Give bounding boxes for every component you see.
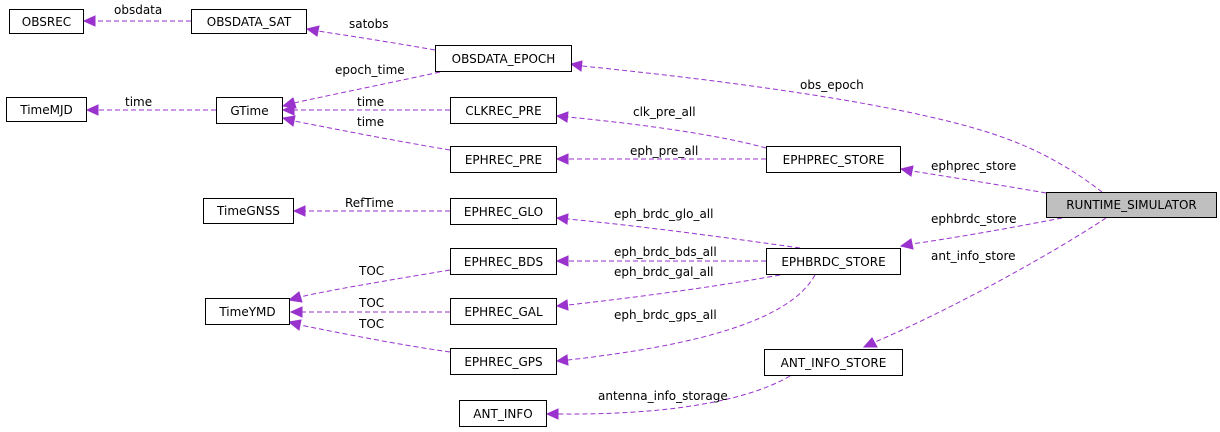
- node-ephbrdc-store[interactable]: EPHBRDC_STORE: [766, 248, 901, 275]
- node-ephrec-bds[interactable]: EPHREC_BDS: [450, 248, 557, 275]
- node-label: EPHREC_GLO: [464, 205, 543, 219]
- edge-label-toc-gps: TOC: [358, 317, 384, 331]
- edges: [82, 15, 1107, 420]
- node-label: TimeGNSS: [216, 204, 280, 218]
- edge-toc-bds: [287, 269, 451, 303]
- edge-toc-gps: [287, 319, 451, 353]
- edge-label-clk-pre-all: clk_pre_all: [633, 105, 696, 119]
- node-label: TimeYMD: [218, 305, 275, 319]
- node-obsrec[interactable]: OBSREC: [9, 9, 84, 34]
- node-obsdata-sat[interactable]: OBSDATA_SAT: [191, 9, 307, 34]
- edge-ant-info-store: [862, 217, 1107, 348]
- edge-labels: obsdata satobs epoch_time obs_epoch time…: [114, 3, 1017, 403]
- edge-label-satobs: satobs: [349, 17, 389, 31]
- edge-ephbrdc-store: [899, 217, 1063, 250]
- edge-label-antenna-info-storage: antenna_info_storage: [598, 389, 728, 403]
- node-label: GTime: [230, 104, 268, 118]
- node-label: RUNTIME_SIMULATOR: [1066, 198, 1197, 212]
- node-label: EPHBRDC_STORE: [781, 255, 885, 269]
- edge-toc-gal: [289, 306, 450, 318]
- edge-eph-brdc-bds-all: [555, 255, 766, 267]
- edge-label-toc-gal: TOC: [358, 296, 384, 310]
- node-ant-info-store[interactable]: ANT_INFO_STORE: [764, 349, 903, 376]
- edge-time-mjd: [85, 104, 216, 116]
- node-runtime-simulator[interactable]: RUNTIME_SIMULATOR: [1046, 192, 1217, 218]
- node-obsdata-epoch[interactable]: OBSDATA_EPOCH: [435, 45, 572, 72]
- edge-eph-brdc-glo-all: [555, 213, 801, 249]
- node-label: CLKREC_PRE: [465, 104, 541, 118]
- node-ephrec-gps[interactable]: EPHREC_GPS: [450, 348, 557, 375]
- edge-reftime: [292, 205, 450, 217]
- node-label: EPHPREC_STORE: [783, 153, 885, 167]
- edge-label-obsdata: obsdata: [114, 3, 162, 17]
- edge-time-eph: [281, 115, 451, 151]
- edge-satobs: [305, 25, 436, 51]
- node-label: OBSDATA_EPOCH: [452, 52, 556, 66]
- edge-label-epoch-time: epoch_time: [335, 63, 405, 77]
- edge-label-reftime: RefTime: [345, 196, 394, 210]
- edge-label-time-mjd: time: [125, 95, 152, 109]
- edge-label-ephbrdc-store: ephbrdc_store: [931, 212, 1017, 226]
- edge-obsdata: [82, 15, 191, 27]
- edge-eph-brdc-gps-all: [555, 274, 816, 366]
- node-label: ANT_INFO_STORE: [781, 356, 887, 370]
- node-label: ANT_INFO: [473, 407, 532, 421]
- node-ephprec-store[interactable]: EPHPREC_STORE: [766, 146, 901, 173]
- edge-label-eph-brdc-bds-all: eph_brdc_bds_all: [614, 245, 717, 259]
- node-label: EPHREC_BDS: [464, 255, 543, 269]
- node-clkrec-pre[interactable]: CLKREC_PRE: [450, 97, 557, 124]
- edge-time-clk: [281, 104, 450, 116]
- node-ephrec-pre[interactable]: EPHREC_PRE: [450, 146, 557, 173]
- node-timemjd[interactable]: TimeMJD: [6, 97, 87, 122]
- node-ant-info[interactable]: ANT_INFO: [459, 400, 547, 427]
- edge-label-ephprec-store: ephprec_store: [931, 159, 1016, 173]
- edge-eph-brdc-gal-all: [555, 274, 781, 311]
- edge-obs-epoch: [569, 60, 1103, 193]
- edge-antenna-info-storage: [545, 375, 791, 420]
- edge-eph-pre-all: [555, 153, 766, 165]
- node-timegnss[interactable]: TimeGNSS: [203, 198, 294, 224]
- edge-label-time-eph: time: [357, 115, 384, 129]
- edge-label-obs-epoch: obs_epoch: [800, 78, 864, 92]
- node-label: OBSDATA_SAT: [207, 15, 292, 29]
- node-ephrec-glo[interactable]: EPHREC_GLO: [450, 198, 557, 225]
- edge-label-eph-brdc-gal-all: eph_brdc_gal_all: [614, 265, 714, 279]
- edge-label-ant-info-store: ant_info_store: [931, 249, 1016, 263]
- node-gtime[interactable]: GTime: [216, 97, 283, 124]
- node-label: EPHREC_GAL: [464, 305, 543, 319]
- node-label: OBSREC: [22, 15, 71, 29]
- node-label: TimeMJD: [19, 103, 73, 117]
- node-timeymd[interactable]: TimeYMD: [205, 298, 290, 325]
- nodes: OBSREC OBSDATA_SAT OBSDATA_EPOCH TimeMJD…: [6, 9, 1217, 427]
- edge-label-eph-brdc-gps-all: eph_brdc_gps_all: [614, 308, 717, 322]
- edge-ephprec-store: [899, 165, 1047, 194]
- edge-label-toc-bds: TOC: [358, 264, 384, 278]
- node-label: EPHREC_PRE: [465, 153, 542, 167]
- edge-label-eph-brdc-glo-all: eph_brdc_glo_all: [614, 207, 713, 221]
- edge-clk-pre-all: [555, 111, 767, 149]
- node-ephrec-gal[interactable]: EPHREC_GAL: [450, 298, 557, 325]
- edge-label-eph-pre-all: eph_pre_all: [630, 144, 698, 158]
- node-label: EPHREC_GPS: [464, 355, 542, 369]
- edge-label-time-clk: time: [357, 95, 384, 109]
